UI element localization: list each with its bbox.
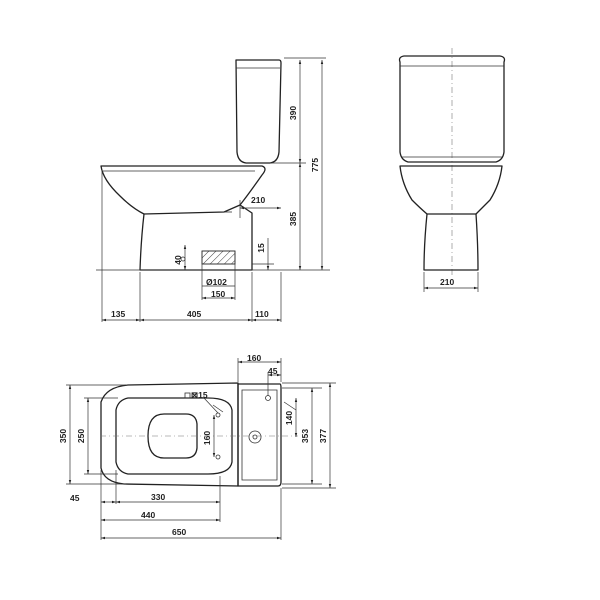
top-fixing-hole-lower [215, 454, 221, 460]
top-dim-160v-label: 160 [202, 431, 212, 445]
top-inlet-large [248, 430, 262, 444]
top-dim-353-label: 353 [300, 429, 310, 443]
side-dim-390-label: 390 [288, 106, 298, 120]
top-seat-opening [147, 413, 198, 459]
top-inlet-small [265, 395, 271, 401]
top-dim-377-label: 377 [318, 429, 328, 443]
side-outlet-hatch [201, 250, 236, 265]
side-view: 390 385 775 210 15 40 Ø102 150 135 405 1… [96, 57, 330, 322]
side-dim-40-label: 40 [173, 255, 183, 265]
top-dim-350-label: 350 [58, 429, 68, 443]
top-leader-diagonal-2 [283, 401, 297, 411]
side-dim-210-label: 210 [251, 195, 265, 205]
top-dim-45b-label: 45 [70, 493, 80, 503]
top-cistern-inner [241, 389, 278, 481]
top-dim-440-label: 440 [141, 510, 155, 520]
side-dim-775-label: 775 [310, 158, 320, 172]
top-dim-140-label: 140 [284, 411, 294, 425]
front-cistern-outline [398, 55, 506, 163]
side-dim-15-label: 15 [256, 243, 266, 253]
front-bowl-outline [399, 165, 503, 215]
top-cistern-outline [237, 383, 282, 487]
top-fixing-hole-upper [215, 412, 221, 418]
top-view: 160 45 ⊠15 140 353 377 350 250 [58, 353, 336, 540]
side-dim-135-label: 135 [111, 309, 125, 319]
side-dim-385-label: 385 [288, 212, 298, 226]
top-dim-250-label: 250 [76, 429, 86, 443]
front-pedestal-outline [423, 213, 479, 271]
side-dim-405-label: 405 [187, 309, 201, 319]
side-dim-102-label: Ø102 [206, 277, 227, 287]
top-hinge-square [184, 392, 191, 399]
top-dim-650-label: 650 [172, 527, 186, 537]
top-bowl-outline [100, 382, 239, 487]
top-dim-330-label: 330 [151, 492, 165, 502]
side-dim-150-label: 150 [211, 289, 225, 299]
side-bowl-outline [100, 165, 266, 215]
top-dim-160-label: 160 [247, 353, 261, 363]
top-leader-diagonal [212, 404, 224, 413]
side-cistern-outline [235, 59, 282, 164]
top-dim-45-label: 45 [268, 366, 278, 376]
front-view: 210 [398, 48, 506, 292]
top-fixing-hole-label: ⊠15 [191, 390, 208, 400]
front-dim-210-label: 210 [440, 277, 454, 287]
top-inlet-large-core [252, 434, 258, 440]
top-seat-outline [115, 397, 233, 475]
top-fixing-leader [203, 397, 219, 414]
side-dim-110-label: 110 [255, 309, 269, 319]
